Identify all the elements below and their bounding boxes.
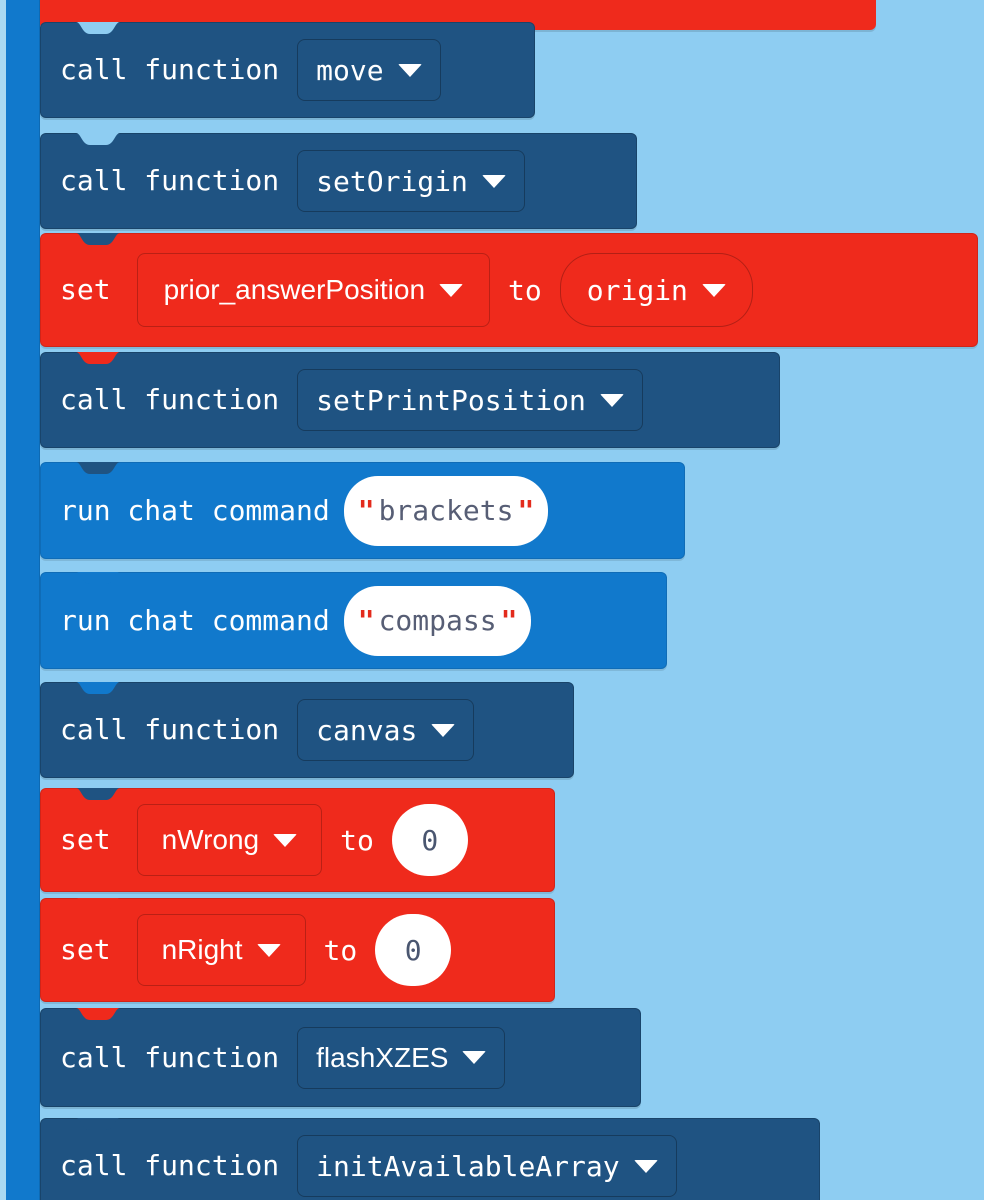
close-quote: ": [500, 604, 518, 637]
block-set-nright[interactable]: set nRight to 0: [40, 898, 555, 1002]
block-set-prior-answerposition[interactable]: set prior_answerPosition to origin: [40, 233, 978, 347]
block-label-call-function: call function: [60, 383, 280, 416]
chevron-down-icon: [481, 174, 506, 188]
block-call-function-setorigin[interactable]: call function setOrigin: [40, 133, 637, 229]
function-name-text: setPrintPosition: [316, 383, 586, 417]
function-name-text: flashXZES: [316, 1041, 449, 1073]
chevron-down-icon: [633, 1159, 658, 1173]
block-top-notch: [68, 133, 128, 145]
number-text: 0: [421, 823, 439, 857]
block-top-notch: [68, 682, 128, 694]
block-label-call-function: call function: [60, 1149, 280, 1182]
variable-name-text: nRight: [161, 934, 243, 965]
close-quote: ": [517, 494, 535, 527]
function-name-dropdown-setprintposition[interactable]: setPrintPosition: [297, 369, 643, 431]
block-label-set: set: [60, 933, 111, 966]
block-top-notch: [68, 1008, 128, 1020]
block-label-set: set: [60, 823, 111, 856]
function-name-dropdown-canvas[interactable]: canvas: [297, 699, 475, 761]
block-label-run-chat-command: run chat command: [60, 493, 330, 527]
string-text: brackets: [378, 494, 514, 527]
number-input-nright[interactable]: 0: [375, 914, 452, 986]
block-bottom-nub: [108, 0, 168, 2]
function-name-dropdown-flashxzes[interactable]: flashXZES: [297, 1026, 506, 1089]
block-top-notch: [68, 898, 128, 910]
block-label-set: set: [60, 273, 111, 306]
variable-name-text: nWrong: [161, 824, 260, 855]
chevron-down-icon: [701, 283, 726, 297]
chevron-down-icon: [431, 723, 456, 737]
open-quote: ": [357, 604, 375, 637]
string-text: compass: [378, 604, 497, 637]
block-call-function-canvas[interactable]: call function canvas: [40, 682, 574, 778]
variable-name-text: prior_answerPosition: [163, 274, 426, 305]
reporter-text: origin: [586, 273, 688, 307]
string-input-brackets[interactable]: " brackets ": [343, 475, 549, 546]
function-name-text: canvas: [316, 713, 418, 747]
workspace-left-scroll-bar[interactable]: [6, 0, 40, 1200]
block-top-notch: [68, 1118, 128, 1130]
block-label-to: to: [323, 933, 358, 967]
block-label-to: to: [340, 823, 374, 857]
block-run-chat-command-brackets[interactable]: run chat command " brackets ": [40, 462, 685, 559]
block-run-chat-command-compass[interactable]: run chat command " compass ": [40, 572, 667, 669]
block-call-function-move[interactable]: call function move: [40, 22, 535, 118]
variable-dropdown-nwrong[interactable]: nWrong: [136, 804, 323, 876]
function-name-text: setOrigin: [316, 164, 468, 198]
block-call-function-flashxzes[interactable]: call function flashXZES: [40, 1008, 641, 1107]
function-name-dropdown-initavailablearray[interactable]: initAvailableArray: [297, 1135, 677, 1197]
chevron-down-icon: [462, 1051, 487, 1064]
block-top-notch: [68, 233, 128, 245]
block-label-call-function: call function: [60, 53, 280, 86]
variable-dropdown-prior-answerposition[interactable]: prior_answerPosition: [136, 253, 491, 327]
chevron-down-icon: [273, 833, 298, 847]
chevron-down-icon: [397, 63, 422, 77]
chevron-down-icon: [256, 943, 281, 957]
block-set-nwrong[interactable]: set nWrong to 0: [40, 788, 555, 892]
number-text: 0: [404, 933, 422, 967]
block-top-notch: [68, 352, 128, 364]
block-label-call-function: call function: [60, 164, 280, 197]
variable-dropdown-nright[interactable]: nRight: [136, 914, 306, 986]
variable-reporter-origin[interactable]: origin: [559, 253, 753, 327]
function-name-dropdown-move[interactable]: move: [297, 39, 441, 101]
chevron-down-icon: [599, 393, 624, 407]
block-call-function-initavailablearray[interactable]: call function initAvailableArray: [40, 1118, 820, 1200]
function-name-text: move: [316, 53, 384, 87]
chevron-down-icon: [439, 283, 464, 297]
block-label-to: to: [508, 273, 542, 307]
block-label-run-chat-command: run chat command: [60, 603, 330, 637]
number-input-nwrong[interactable]: 0: [391, 804, 468, 876]
block-label-call-function: call function: [60, 1040, 280, 1074]
block-top-notch: [68, 22, 128, 34]
block-top-notch: [68, 462, 128, 474]
block-top-notch: [68, 572, 128, 584]
block-label-call-function: call function: [60, 713, 280, 746]
string-input-compass[interactable]: " compass ": [343, 585, 532, 656]
function-name-dropdown-setorigin[interactable]: setOrigin: [297, 150, 525, 212]
block-call-function-setprintposition[interactable]: call function setPrintPosition: [40, 352, 780, 448]
block-top-notch: [68, 788, 128, 800]
function-name-text: initAvailableArray: [316, 1149, 620, 1183]
workspace-left-edge: [0, 0, 6, 1200]
open-quote: ": [357, 494, 375, 527]
